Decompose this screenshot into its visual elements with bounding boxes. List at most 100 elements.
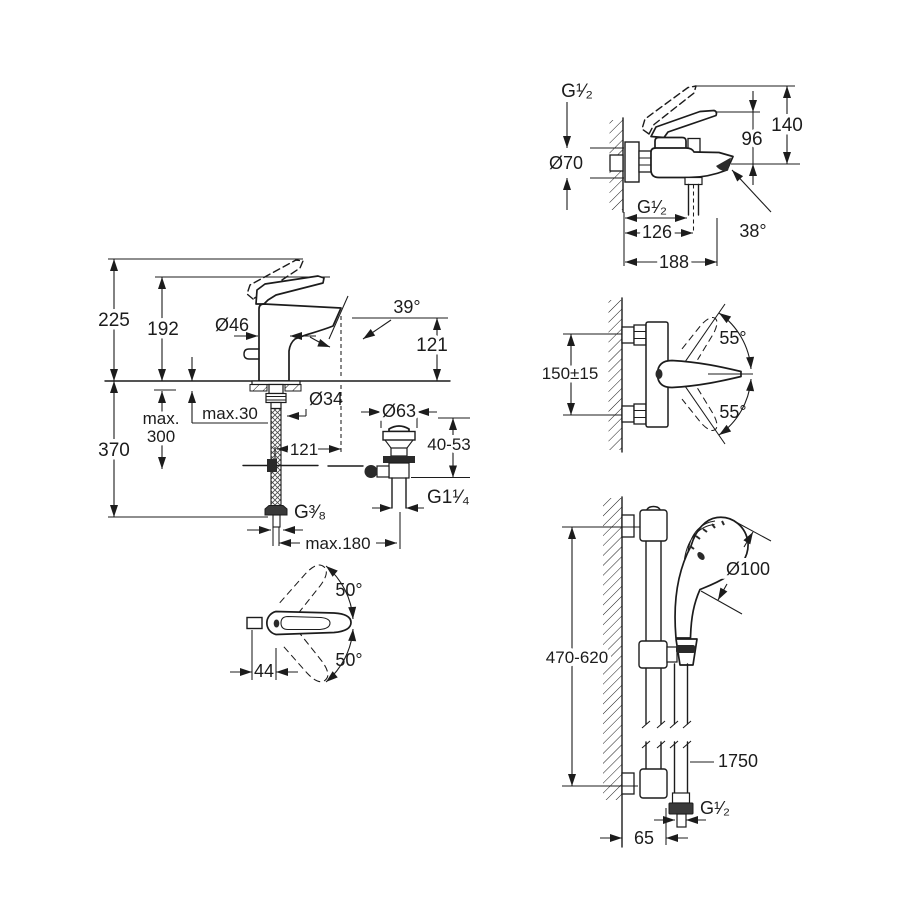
hose-break-marks [669, 720, 692, 749]
dim-max30-label: max.30 [202, 404, 258, 423]
dim-225-label: 225 [98, 310, 130, 331]
swing-arc-up [718, 312, 755, 370]
dim-121v-label: 121 [416, 335, 448, 356]
lever-outline [650, 109, 718, 139]
body-and-spout-outline [258, 303, 342, 382]
supply-hose-nut [264, 505, 288, 516]
waste-plug-cap [388, 425, 410, 433]
dim-470-label: 470-620 [546, 648, 608, 667]
dim-140-label: 140 [771, 115, 803, 136]
hose-outlet-block [684, 176, 703, 186]
bath-mixer-dimensions: G¹⁄₂ Ø70 96 140 38° G¹⁄₂ 126 188 [545, 81, 806, 276]
union-nut-bottom [633, 403, 647, 425]
dim-d34-leader [287, 409, 307, 416]
spray-nozzle-details [689, 520, 725, 550]
height-reference-lines [108, 258, 330, 278]
dim-188-label: 188 [659, 252, 689, 272]
basin-faucet-drawing [242, 259, 364, 528]
waste-valve-drawing [364, 425, 416, 509]
dim-max180-label: max.180 [305, 534, 370, 553]
wall-hatch [603, 498, 622, 800]
dim-g12-hose-label: G¹⁄₂ [700, 798, 730, 818]
slider-collar [638, 640, 668, 669]
hose-outlet-stub [687, 183, 700, 216]
bottom-bracket-foot [621, 772, 635, 795]
waste-tailpiece [391, 477, 407, 509]
shower-rail-figure: Ø100 470-620 1750 G¹⁄₂ 65 [542, 496, 774, 848]
union-stub-bottom [621, 405, 635, 423]
dim-96-label: 96 [741, 129, 762, 150]
swing-arc-down [718, 378, 755, 436]
bath-mixer-figure: G¹⁄₂ Ø70 96 140 38° G¹⁄₂ 126 188 [545, 81, 806, 276]
waste-valve-figure: Ø63 40-53 G1¹⁄₄ [361, 398, 474, 512]
shower-rail-drawing [621, 505, 749, 828]
wall-hatch [608, 300, 622, 450]
lock-nut [265, 392, 287, 404]
dim-d70-label: Ø70 [549, 153, 583, 173]
flexible-supply-hose [270, 407, 282, 507]
handle-top-view-figure: 50° 50° 44 [230, 564, 363, 683]
basin-mixer-figure: 225 192 370 max. 300 max.30 Ø46 39° 121 … [95, 258, 451, 557]
dim-d100-label: Ø100 [726, 559, 770, 579]
bath-mixer-drawing [609, 85, 734, 233]
waste-rod-knob [364, 465, 378, 478]
handle-up-dashed-outline [279, 564, 327, 617]
top-bracket-foot [621, 514, 635, 538]
union-nut-top [633, 324, 647, 346]
dim-d100-arrow-top [743, 531, 754, 548]
handle-grip-band [676, 645, 695, 653]
spray-face-rings [683, 520, 716, 560]
dim-65-label: 65 [634, 828, 654, 848]
dim-150-label: 150±15 [542, 364, 599, 383]
aerator-detail [716, 157, 731, 171]
flow-direction-arrow [309, 336, 331, 348]
dim-max300-label-1: max. [143, 409, 180, 428]
shank-nut [270, 401, 282, 410]
dim-50down-label: 50° [335, 650, 362, 670]
dim-d34-label: Ø34 [309, 389, 343, 409]
lower-reference-lines [108, 389, 268, 518]
dim-g114-label: G1¹⁄₄ [427, 487, 470, 508]
dim-370-label: 370 [98, 440, 130, 461]
top-bracket-collar [639, 509, 668, 542]
nut-facets-top [634, 330, 646, 340]
dim-d46-label: Ø46 [215, 315, 249, 335]
lock-nut-facets [266, 395, 286, 401]
basin-dimensions: 225 192 370 max. 300 max.30 Ø46 39° 121 … [95, 259, 451, 557]
dim-1750-label: 1750 [718, 751, 758, 771]
shower-mixer-drawing [621, 303, 755, 445]
dim-g38-label: G³⁄₈ [294, 502, 326, 523]
dim-55up-label: 55° [719, 328, 746, 348]
dim-38-leader [731, 169, 772, 213]
dim-50up-label: 50° [335, 580, 362, 600]
nut-facets-bottom [634, 409, 646, 419]
lever-outline [255, 275, 325, 305]
waste-body [388, 462, 410, 479]
bottom-bracket-collar [639, 768, 668, 799]
shower-hose [673, 663, 689, 794]
shower-rail-dimensions: Ø100 470-620 1750 G¹⁄₂ 65 [542, 520, 774, 848]
handle-inner-outline [280, 615, 331, 631]
side-hook-detail [243, 348, 260, 360]
wall-dim-extensions [590, 147, 625, 266]
body-and-spout-outline [650, 147, 734, 179]
dim-g12-inlet-label: G¹⁄₂ [561, 81, 593, 102]
dim-d100-arrow-bottom [717, 583, 728, 601]
handle-down-dashed-outline [280, 630, 329, 683]
union-nut [638, 150, 652, 173]
dim-55down-label: 55° [719, 402, 746, 422]
cartridge-cap [654, 136, 687, 149]
threaded-shank [268, 383, 284, 395]
aerator-face-extension-line [328, 295, 349, 340]
waste-barrel [390, 447, 408, 457]
lever-up-dashed-outline [681, 316, 718, 361]
lever-pivot-dot [655, 369, 663, 379]
lever-down-dashed-outline [681, 387, 718, 432]
handle-stub [246, 616, 263, 630]
dim-38-label: 38° [739, 221, 766, 241]
dim-g12-outlet-label: G¹⁄₂ [637, 197, 667, 217]
dim-39-label: 39° [393, 297, 420, 317]
union-nut-facets [639, 157, 651, 166]
counter-section-hatch-right [284, 384, 302, 392]
